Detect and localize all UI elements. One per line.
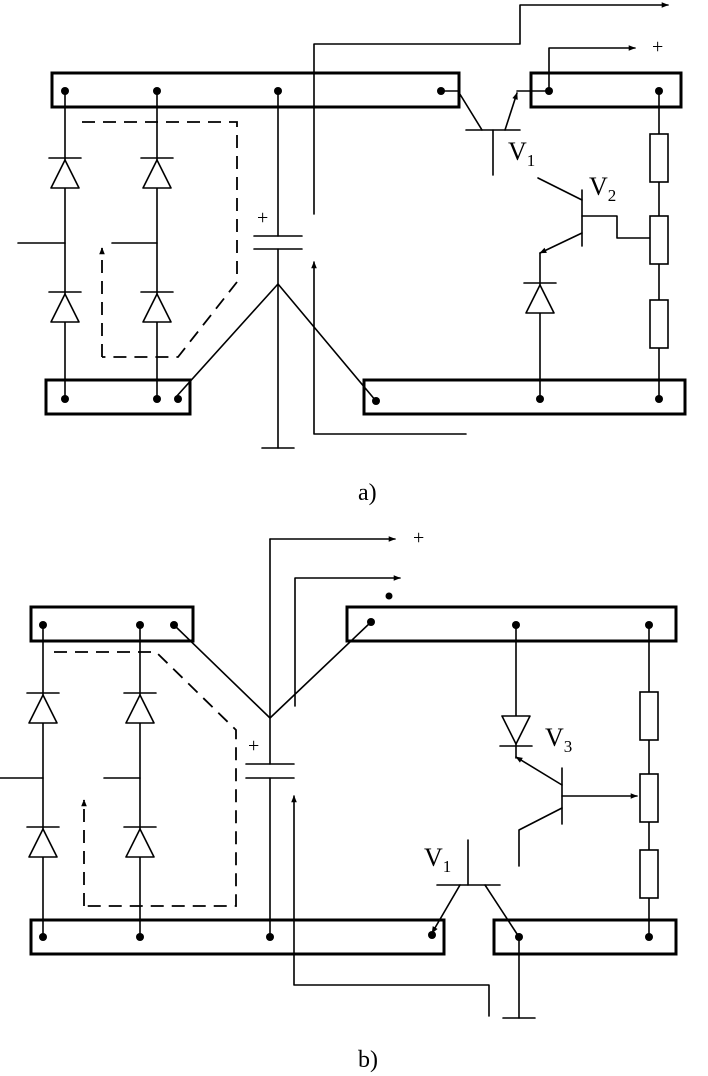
diode-symbol bbox=[140, 291, 174, 323]
bottom-left-busbar bbox=[44, 378, 192, 416]
diode-symbol bbox=[26, 692, 60, 724]
rectifier-bridge bbox=[0, 624, 157, 938]
transistor-label: V1 bbox=[508, 137, 535, 170]
bottom-right-busbar bbox=[362, 378, 687, 416]
connection-dots bbox=[39, 618, 653, 941]
diagram-b: + + V1 V3 bbox=[0, 527, 678, 1073]
transistor-v1 bbox=[440, 90, 550, 176]
resistor-divider bbox=[639, 624, 659, 938]
positive-output-arrow bbox=[548, 45, 636, 92]
output-line bbox=[294, 575, 401, 707]
diagram-a: + V1 + V2 bbox=[17, 2, 687, 506]
top-left-busbar bbox=[29, 605, 195, 643]
top-left-busbar bbox=[50, 71, 461, 109]
figure-caption: b) bbox=[358, 1047, 378, 1073]
crossover-link bbox=[173, 621, 372, 719]
transistor-v2 bbox=[537, 177, 652, 398]
terminal-dot bbox=[385, 592, 393, 600]
positive-output-label: + bbox=[652, 36, 663, 58]
potentiometer-symbol bbox=[639, 773, 659, 823]
return-line bbox=[291, 795, 490, 1017]
resistor-symbol bbox=[649, 133, 669, 183]
capacitor-symbol bbox=[245, 538, 295, 938]
potentiometer-symbol bbox=[649, 215, 669, 265]
resistor-symbol bbox=[639, 849, 659, 899]
diode-symbol bbox=[123, 692, 157, 724]
positive-output-label: + bbox=[413, 527, 424, 549]
transistor-label: V3 bbox=[545, 723, 572, 756]
capacitor-polarity-mark: + bbox=[248, 735, 259, 757]
rectifier-bridge bbox=[17, 90, 174, 398]
diode-symbol bbox=[523, 282, 557, 314]
current-path-dashed bbox=[82, 121, 238, 358]
diode-symbol bbox=[48, 157, 82, 189]
resistor-divider bbox=[649, 90, 669, 398]
diode-symbol bbox=[48, 291, 82, 323]
capacitor-polarity-mark: + bbox=[257, 207, 268, 229]
diode-symbol bbox=[123, 826, 157, 858]
connection-dots bbox=[61, 87, 663, 405]
figure-caption: a) bbox=[358, 480, 377, 506]
diode-symbol bbox=[26, 826, 60, 858]
current-path-dashed bbox=[54, 651, 237, 907]
resistor-symbol bbox=[649, 299, 669, 349]
return-line bbox=[311, 261, 467, 435]
diode-symbol bbox=[499, 624, 533, 759]
output-line bbox=[313, 2, 669, 215]
transistor-label: V1 bbox=[424, 843, 451, 876]
transistor-v1 bbox=[431, 839, 536, 1019]
top-right-busbar bbox=[345, 605, 678, 643]
capacitor-symbol bbox=[253, 90, 303, 449]
diode-symbol bbox=[140, 157, 174, 189]
crossover-link bbox=[175, 283, 377, 402]
resistor-symbol bbox=[639, 691, 659, 741]
bottom-left-busbar bbox=[29, 918, 446, 956]
transistor-v3 bbox=[515, 756, 638, 867]
transistor-label: V2 bbox=[589, 172, 616, 205]
